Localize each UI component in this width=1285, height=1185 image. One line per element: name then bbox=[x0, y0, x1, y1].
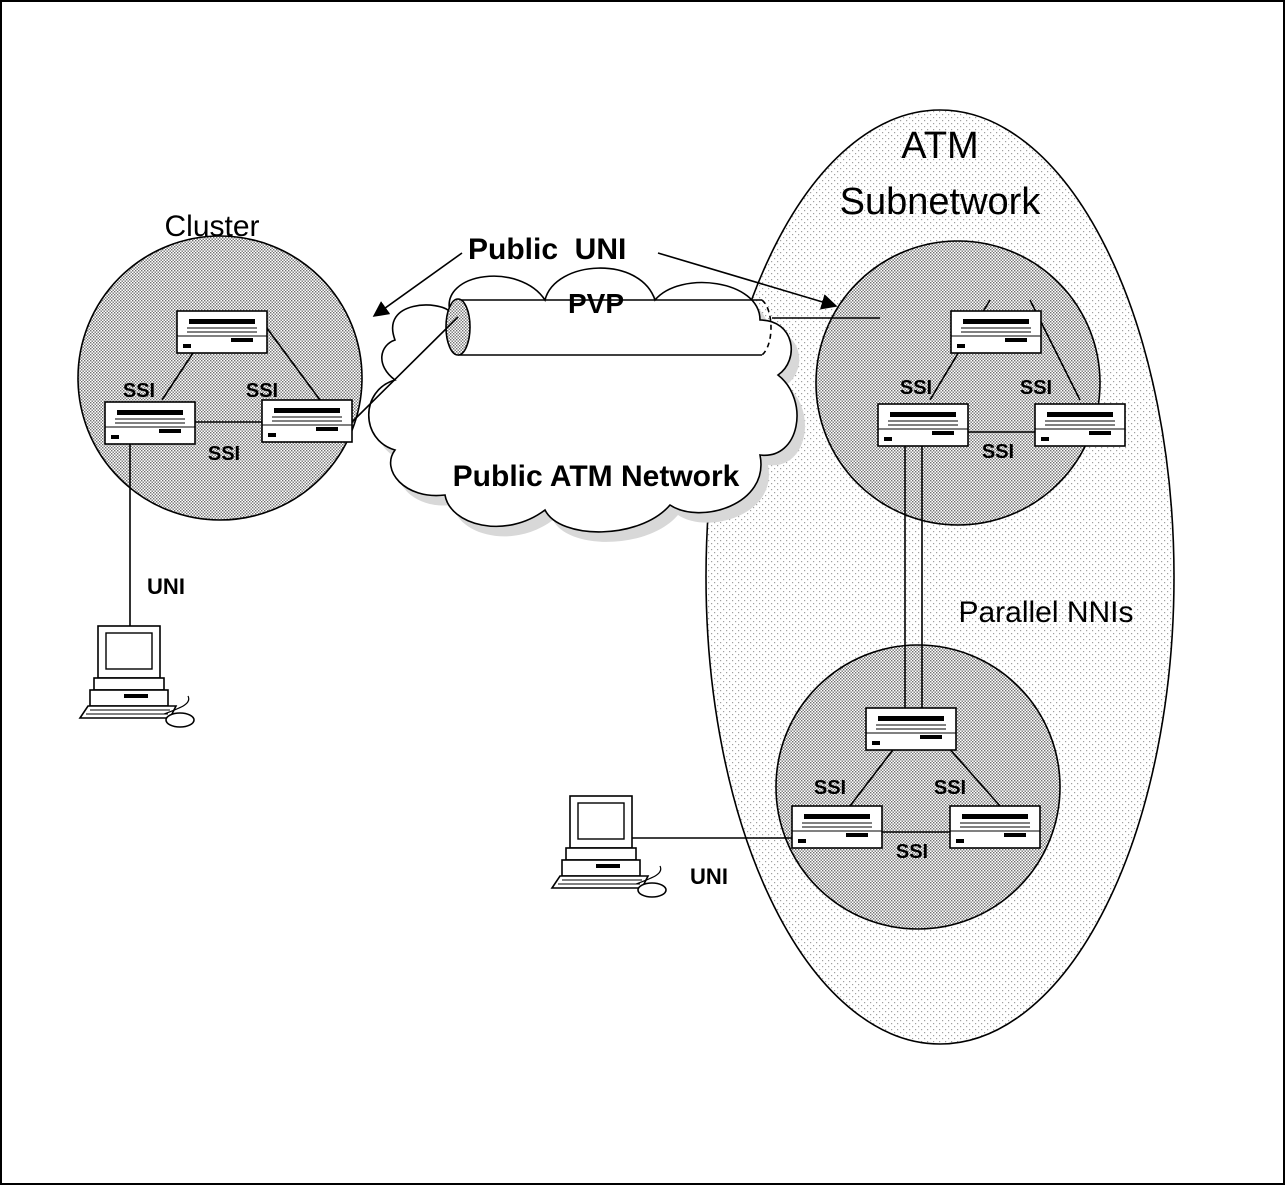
subnet-bottom-switch-right bbox=[949, 805, 1041, 849]
pvp-label: PVP bbox=[568, 288, 624, 319]
subnet-bottom-switch-top bbox=[865, 707, 957, 751]
ssi-label: SSI bbox=[814, 777, 846, 799]
public-atm-network-label: Public ATM Network bbox=[453, 460, 740, 493]
public-uni-arrow-right bbox=[657, 252, 838, 310]
cluster-label: Cluster bbox=[164, 210, 259, 243]
ssi-label: SSI bbox=[1020, 377, 1052, 399]
subnet-top-switch-top bbox=[950, 310, 1042, 354]
workstation-bottom-icon bbox=[551, 795, 667, 898]
workstation-left-icon bbox=[79, 625, 195, 728]
ssi-label: SSI bbox=[246, 380, 278, 402]
ssi-label: SSI bbox=[123, 380, 155, 402]
cluster-switch-left bbox=[104, 401, 196, 445]
pvp-tube bbox=[445, 298, 772, 356]
atm-subnetwork-label-line1: ATM bbox=[901, 125, 978, 167]
public-uni-label: Public UNI bbox=[468, 233, 626, 266]
ssi-label: SSI bbox=[934, 777, 966, 799]
cluster-switch-right bbox=[261, 399, 353, 443]
ssi-label: SSI bbox=[896, 841, 928, 863]
public-atm-network-cloud bbox=[367, 267, 806, 542]
subnetwork-cluster-bottom bbox=[775, 644, 1061, 930]
uni-label: UNI bbox=[147, 574, 185, 599]
subnet-bottom-switch-left bbox=[791, 805, 883, 849]
public-uni-arrow-left bbox=[372, 252, 463, 317]
subnet-top-switch-right bbox=[1034, 403, 1126, 447]
cluster-switch-top bbox=[176, 310, 268, 354]
ssi-label: SSI bbox=[900, 377, 932, 399]
subnetwork-cluster-top bbox=[815, 240, 1101, 526]
ssi-label: SSI bbox=[208, 443, 240, 465]
atm-subnetwork-label-line2: Subnetwork bbox=[840, 181, 1042, 223]
ssi-label: SSI bbox=[982, 441, 1014, 463]
uni-label: UNI bbox=[690, 864, 728, 889]
parallel-nnis-label: Parallel NNIs bbox=[958, 596, 1133, 629]
cluster-circle bbox=[77, 235, 363, 521]
subnet-top-switch-left bbox=[877, 403, 969, 447]
